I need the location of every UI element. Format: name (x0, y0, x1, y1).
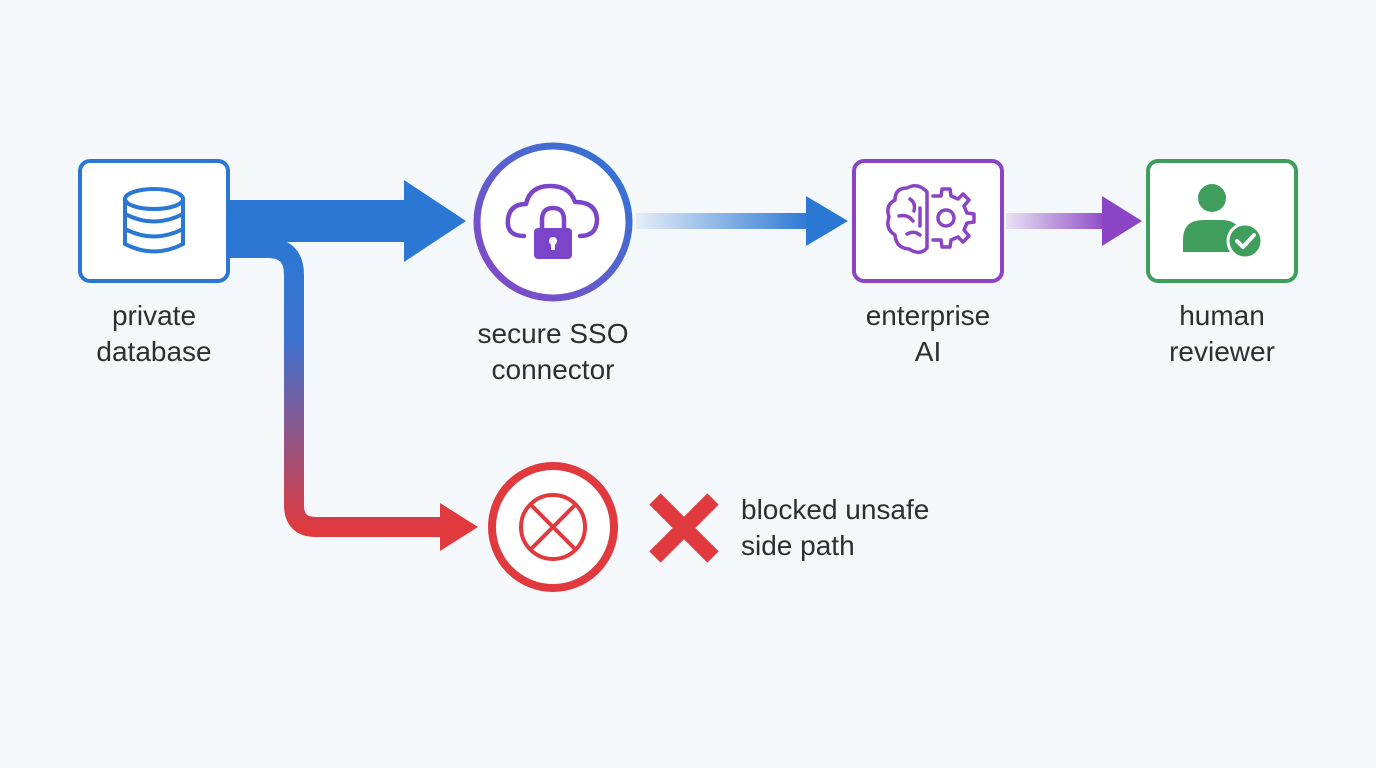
blocked-node (488, 462, 618, 592)
database-label-line1: private (111, 300, 197, 331)
ai-label-line1: enterprise (865, 300, 991, 331)
sso-label: secure SSO connector (443, 316, 663, 388)
ai-to-human-arrow-shaft (1006, 213, 1110, 229)
sso-label-line2: connector (491, 354, 615, 385)
database-node (78, 159, 230, 283)
user-check-icon (1183, 184, 1264, 260)
blocked-branch-arrowhead (440, 503, 478, 551)
ai-label: enterprise AI (828, 298, 1028, 370)
ai-label-line2: AI (914, 336, 942, 367)
database-icon (123, 187, 185, 254)
blocked-label-line1: blocked unsafe (741, 494, 930, 525)
blocked-label-line2: side path (741, 530, 855, 561)
database-label-line2: database (96, 336, 212, 367)
human-label-line2: reviewer (1169, 336, 1275, 367)
brain-gear-icon (886, 184, 976, 254)
db-to-sso-arrow (230, 180, 466, 262)
cloud-lock-icon (505, 183, 600, 259)
blocked-icon (519, 493, 587, 561)
human-node (1146, 159, 1298, 283)
ai-node (852, 159, 1004, 283)
database-label: private database (54, 298, 254, 370)
sso-to-ai-arrow-shaft (636, 213, 812, 229)
human-label: human reviewer (1122, 298, 1322, 370)
sso-node (473, 142, 633, 302)
red-x-icon (649, 493, 719, 563)
human-label-line1: human (1179, 300, 1265, 331)
blocked-label: blocked unsafe side path (741, 492, 1001, 564)
sso-to-ai-arrowhead (806, 196, 848, 246)
blocked-branch-path (230, 238, 442, 537)
ai-to-human-arrowhead (1102, 196, 1142, 246)
sso-label-line1: secure SSO (477, 318, 629, 349)
